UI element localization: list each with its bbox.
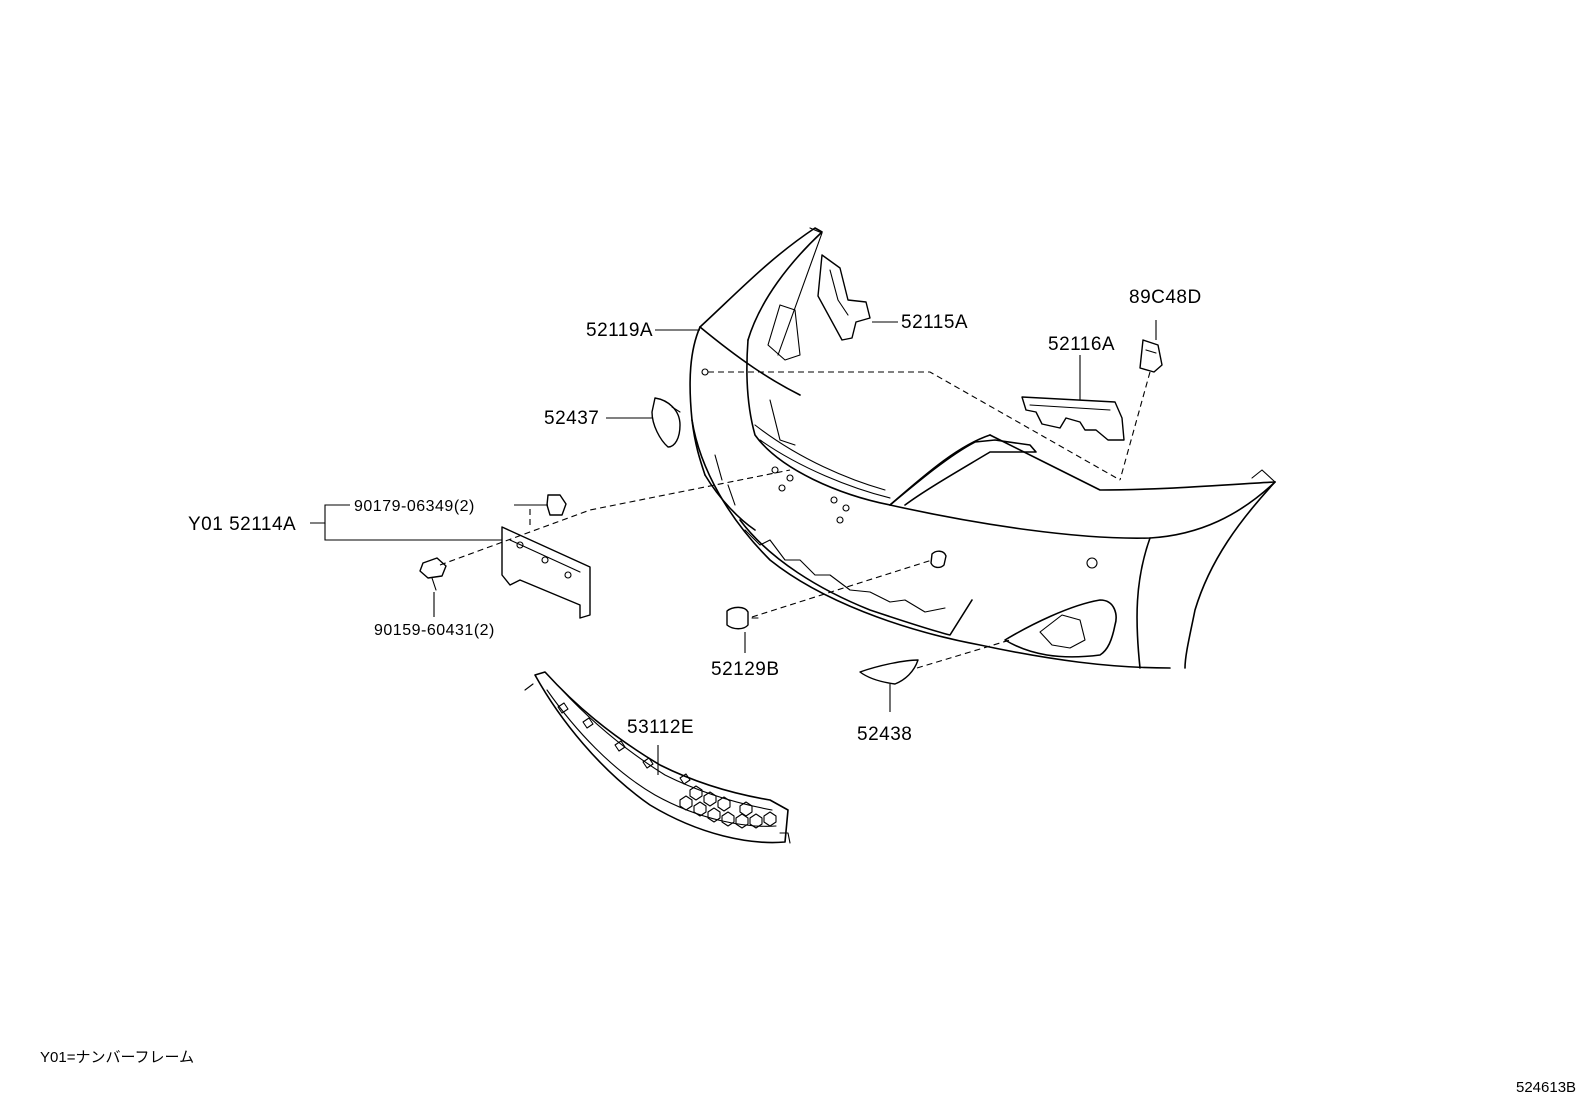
label-52114a: Y01 52114A	[188, 514, 296, 535]
bumper-hole-plug-drawing	[930, 550, 947, 569]
grille-53112e-drawing	[524, 671, 791, 844]
label-90179: 90179-06349(2)	[354, 498, 475, 515]
label-52119a: 52119A	[586, 320, 653, 341]
bracket-52115a-drawing	[817, 254, 898, 341]
footnote: Y01=ナンバーフレーム	[40, 1049, 194, 1066]
label-90159: 90159-60431(2)	[374, 622, 495, 639]
label-53112e: 53112E	[627, 717, 694, 738]
bolt-90159-drawing	[419, 557, 447, 617]
sensor-bracket-89c48d-drawing	[1139, 320, 1163, 373]
diagram-id: 524613B	[1516, 1079, 1576, 1096]
label-52438: 52438	[857, 724, 912, 745]
assembly-dashed-lines	[439, 371, 1151, 669]
label-52437: 52437	[544, 408, 599, 429]
leader-lines	[310, 329, 700, 541]
bumper-cover-drawing	[689, 227, 1276, 669]
label-52129b: 52129B	[711, 659, 780, 680]
label-89c48d: 89C48D	[1129, 287, 1202, 308]
retainer-52116a-drawing	[1021, 355, 1125, 441]
cover-52437-drawing	[606, 397, 681, 448]
label-52115a: 52115A	[901, 312, 968, 333]
label-52116a: 52116A	[1048, 334, 1115, 355]
plug-52129b-drawing	[726, 606, 759, 653]
cover-52438-drawing	[859, 659, 919, 712]
license-bracket-drawing	[501, 526, 591, 619]
